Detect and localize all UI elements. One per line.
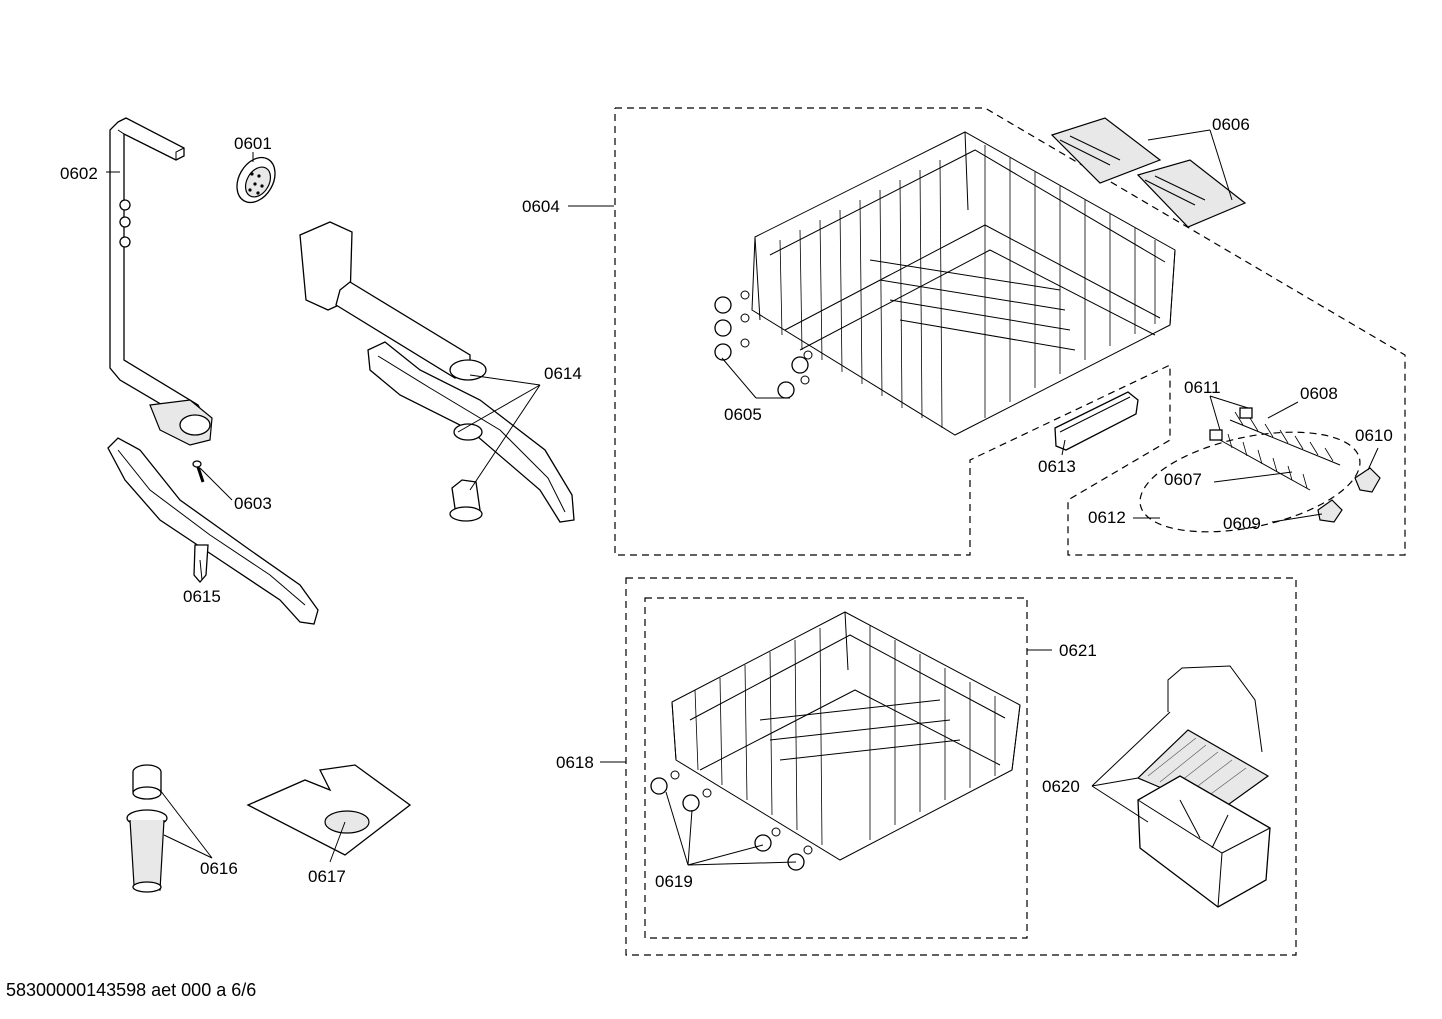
label-0603: 0603: [234, 494, 272, 513]
label-0604: 0604: [522, 197, 560, 216]
label-0614: 0614: [544, 364, 582, 383]
label-0611: 0611: [1184, 378, 1221, 397]
label-0601: 0601: [234, 134, 272, 153]
part-0614-upper-spray-arm: [299, 221, 575, 523]
label-0616: 0616: [200, 859, 238, 878]
group-0612-boundary: [1139, 431, 1361, 533]
part-0603-screw: [192, 460, 205, 483]
document-code: 58300000143598 aet 000 a 6/6: [6, 980, 257, 1000]
part-0607-0608-rack-tines: [1209, 407, 1381, 523]
label-0619: 0619: [655, 872, 693, 891]
label-0612: 0612: [1088, 508, 1126, 527]
label-0608: 0608: [1300, 384, 1338, 403]
label-0607: 0607: [1164, 470, 1202, 489]
part-0620-cutlery-basket: [1136, 665, 1271, 908]
label-0609: 0609: [1223, 514, 1261, 533]
group-0618-boundary: [625, 577, 1297, 956]
label-0620: 0620: [1042, 777, 1080, 796]
part-0621-lower-basket: [650, 611, 1021, 871]
label-0615: 0615: [183, 587, 221, 606]
group-0621-boundary: [644, 597, 1028, 939]
part-0601-filter-disc: [236, 156, 276, 204]
label-0621: 0621: [1059, 641, 1097, 660]
label-0606: 0606: [1212, 115, 1250, 134]
part-0602-supply-pipe: [109, 117, 213, 446]
label-0605: 0605: [724, 405, 762, 424]
part-0613-handle: [1054, 391, 1139, 451]
label-0613: 0613: [1038, 457, 1076, 476]
label-0617: 0617: [308, 867, 346, 886]
part-0616-filter-set: [126, 764, 168, 893]
part-0606-cup-racks: [1050, 117, 1247, 228]
part-labels: 0601 0602 0603 0604 0605 0606 0607 0608 …: [60, 115, 1393, 891]
label-0618: 0618: [556, 753, 594, 772]
group-0604-boundary: [614, 107, 1406, 556]
part-0617-filter-plate: [246, 764, 412, 856]
part-0615-lower-spray-arm: [107, 437, 319, 625]
label-0602: 0602: [60, 164, 98, 183]
part-0604-upper-basket: [714, 131, 1176, 436]
label-0610: 0610: [1355, 426, 1393, 445]
leader-lines: [106, 129, 1379, 866]
